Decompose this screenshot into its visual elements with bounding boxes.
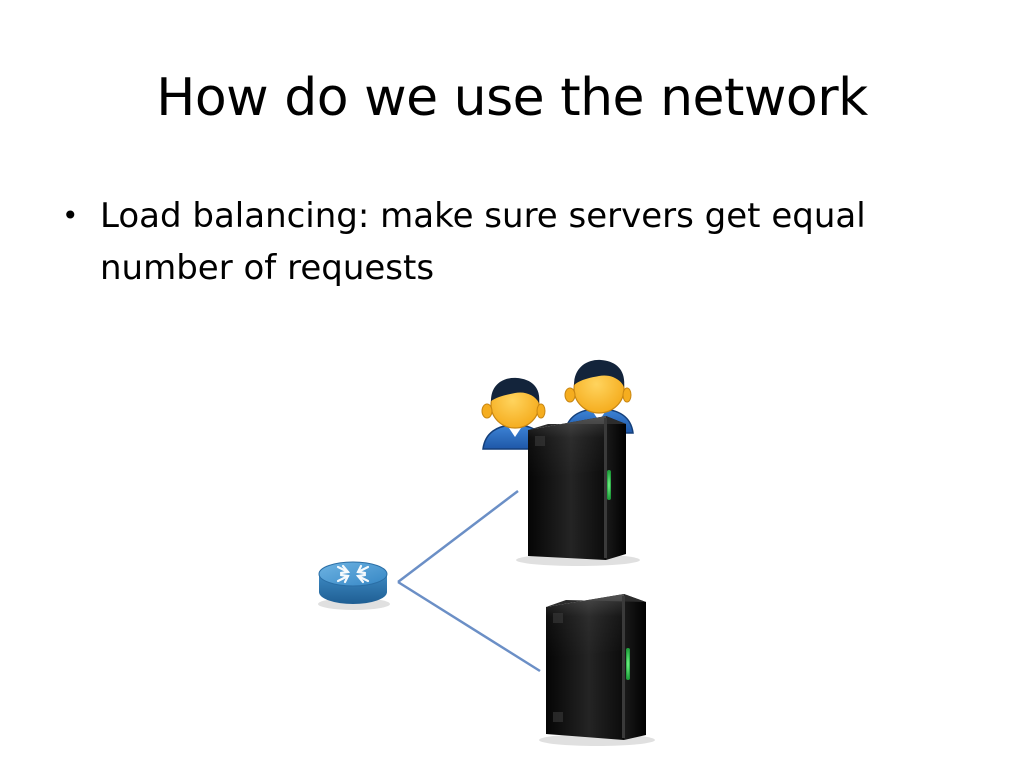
server-led (607, 470, 611, 500)
router-icon (318, 561, 390, 610)
server-led (626, 648, 630, 680)
bullet-item: • Load balancing: make sure servers get … (58, 190, 958, 294)
server-icon (539, 594, 655, 746)
link-router-server-1 (397, 490, 519, 583)
user-icon (481, 377, 548, 450)
bullet-text: Load balancing: make sure servers get eq… (100, 196, 866, 288)
bullet-list: • Load balancing: make sure servers get … (58, 190, 958, 294)
server-icon (516, 416, 640, 566)
slide-title: How do we use the network (156, 68, 868, 128)
link-router-server-2 (397, 580, 541, 673)
bullet-icon: • (62, 199, 79, 232)
